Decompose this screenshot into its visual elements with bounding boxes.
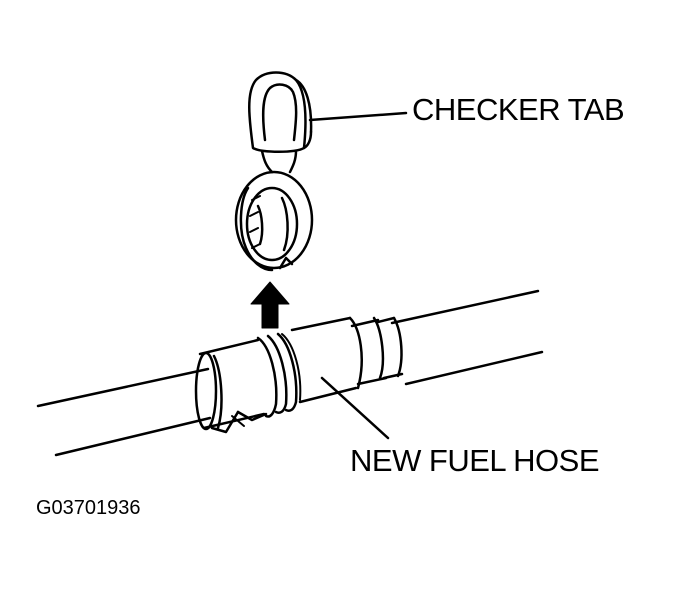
quick-connector (194, 316, 404, 434)
checker-tab-label: CHECKER TAB (412, 92, 625, 127)
arrow-up-icon (250, 281, 290, 329)
checker-tab (234, 71, 314, 272)
figure-id: G03701936 (36, 497, 141, 519)
checker-tab-leader (308, 111, 408, 122)
new-fuel-hose-label: NEW FUEL HOSE (350, 443, 600, 478)
fuel-pipe (36, 289, 544, 457)
new-fuel-hose-leader (320, 376, 390, 440)
